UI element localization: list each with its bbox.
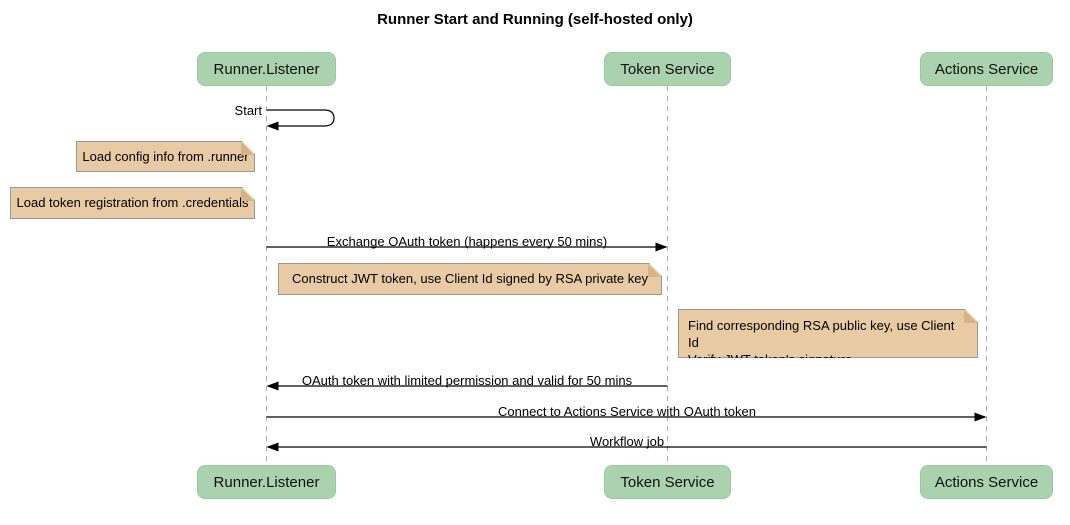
note-find-rsa-key-line1: Find corresponding RSA public key, use C…	[688, 318, 955, 350]
participant-actions-service-bottom: Actions Service	[920, 465, 1053, 499]
note-load-config: Load config info from .runner	[76, 141, 255, 172]
participant-runner-listener-top: Runner.Listener	[197, 52, 336, 86]
participant-actions-service-top: Actions Service	[920, 52, 1053, 86]
message-label-exchange-oauth: Exchange OAuth token (happens every 50 m…	[326, 234, 608, 249]
participant-token-service-top: Token Service	[604, 52, 731, 86]
note-load-token-registration-text: Load token registration from .credential…	[16, 195, 249, 210]
arrowhead-oauth-return	[266, 381, 279, 391]
note-load-token-registration: Load token registration from .credential…	[10, 187, 255, 219]
arrowhead-exchange-oauth	[655, 242, 668, 252]
participant-token-service-bottom: Token Service	[604, 465, 731, 499]
note-load-config-text: Load config info from .runner	[82, 149, 249, 164]
note-find-rsa-key: Find corresponding RSA public key, use C…	[678, 309, 978, 358]
note-construct-jwt-text: Construct JWT token, use Client Id signe…	[292, 271, 648, 286]
diagram-title: Runner Start and Running (self-hosted on…	[377, 11, 693, 28]
message-label-oauth-return: OAuth token with limited permission and …	[301, 373, 633, 388]
arrowhead-start	[266, 121, 279, 131]
arrow-start-self-loop	[266, 109, 335, 127]
message-label-start: Start	[234, 103, 262, 118]
arrowhead-connect-actions	[974, 412, 987, 422]
message-label-workflow-job: Workflow job	[589, 434, 665, 449]
note-construct-jwt: Construct JWT token, use Client Id signe…	[278, 263, 662, 295]
participant-runner-listener-bottom: Runner.Listener	[197, 465, 336, 499]
arrowhead-workflow-job	[266, 442, 279, 452]
message-label-connect-actions: Connect to Actions Service with OAuth to…	[498, 404, 756, 419]
